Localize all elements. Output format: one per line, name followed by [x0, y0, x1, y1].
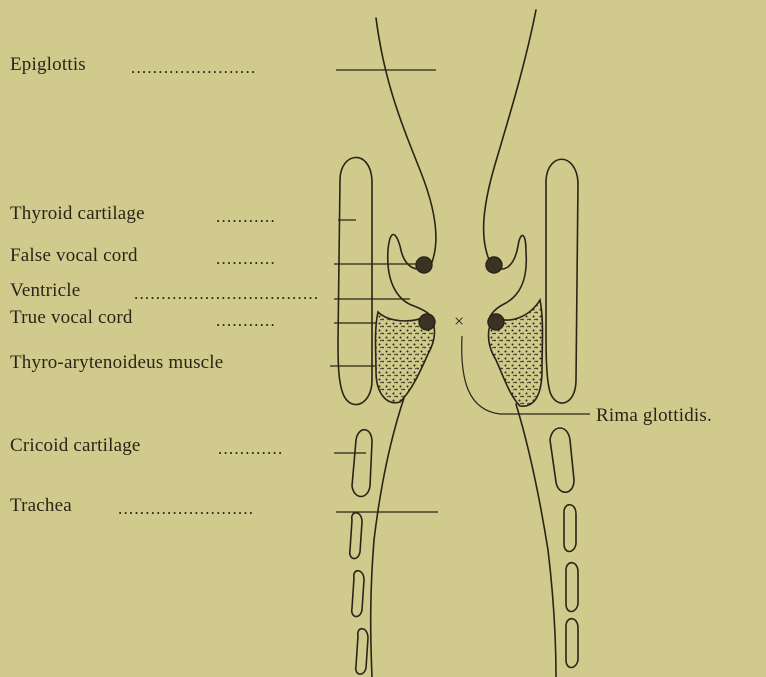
left-false-cord-contour — [388, 235, 434, 323]
epiglottis-right-wall — [484, 10, 536, 262]
tracheal-ring-right-3 — [566, 619, 578, 668]
tracheal-ring-left-2 — [352, 571, 364, 617]
false-cord-nodule-left — [416, 257, 432, 273]
true-cord-nodule-right — [488, 314, 504, 330]
tracheal-ring-left-1 — [350, 513, 362, 559]
thyroid-cartilage-left — [338, 157, 372, 404]
tracheal-ring-right-1 — [564, 505, 576, 552]
right-false-cord-contour — [488, 235, 526, 322]
tracheal-ring-left-3 — [356, 629, 368, 674]
true-cord-nodule-left — [419, 314, 435, 330]
thyroid-cartilage-right — [546, 159, 578, 403]
cricoid-cartilage-left — [352, 430, 372, 497]
false-cord-nodule-right — [486, 257, 502, 273]
cricoid-cartilage-right — [550, 428, 574, 492]
lower-airway-wall-left — [371, 398, 404, 677]
epiglottis-left-wall — [376, 18, 436, 262]
tracheal-ring-right-2 — [566, 563, 578, 612]
